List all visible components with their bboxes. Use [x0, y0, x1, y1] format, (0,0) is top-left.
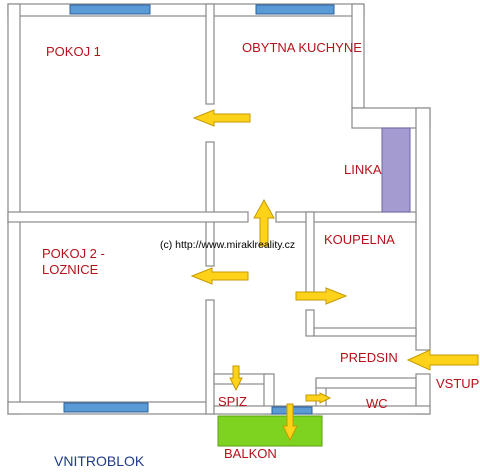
kitchen-counter [381, 127, 411, 213]
left-wall [7, 3, 21, 415]
bottom-wall-right [213, 405, 431, 415]
arrow-left-vstup [406, 349, 479, 371]
arrows [190, 109, 479, 442]
window-pokoj1 [69, 4, 151, 15]
arrow-right-koupelna [295, 287, 348, 305]
arrow-down-balkon [282, 403, 298, 442]
window-kuchyne [255, 4, 335, 15]
label-linka: LINKA [344, 162, 382, 177]
label-pokoj1: POKOJ 1 [46, 44, 101, 59]
partition-lower [205, 299, 215, 415]
bathroom-left-wall-lower [305, 309, 315, 337]
label-koupelna: KOUPELNA [324, 232, 395, 247]
label-pokoj2-line2: LOZNICE [42, 262, 99, 277]
copyright-text: (c) http://www.miraklreality.cz [160, 239, 295, 251]
partition-horizontal-right [275, 211, 417, 223]
label-pokoj2-line1: POKOJ 2 - [42, 246, 105, 261]
arrow-left-pokoj2 [190, 267, 249, 285]
partition-middle [205, 141, 215, 267]
label-vstup: VSTUP [436, 376, 479, 391]
label-obytna-kuchyne: OBYTNA KUCHYNE [242, 40, 362, 55]
bathroom-bottom-wall [313, 327, 417, 337]
window-pokoj2 [63, 402, 149, 413]
arrow-right-wc [305, 392, 332, 404]
wc-top-wall [315, 377, 417, 389]
partition-upper [205, 3, 215, 105]
label-spiz: SPIZ [218, 394, 247, 409]
label-vnitroblok: VNITROBLOK [54, 453, 145, 469]
label-predsin: PREDSIN [340, 350, 398, 365]
kitchen-right-wall-upper [351, 3, 365, 109]
arrow-up-hall [253, 198, 275, 247]
label-balkon: BALKON [224, 446, 277, 461]
balcony [217, 415, 323, 447]
windows [63, 4, 335, 415]
bathroom-left-wall [305, 211, 315, 293]
right-wall [415, 107, 431, 351]
label-wc: WC [366, 396, 388, 411]
arrow-left-pokoj1 [192, 109, 251, 127]
arrow-down-spiz [229, 365, 243, 392]
partition-horizontal [7, 211, 249, 223]
